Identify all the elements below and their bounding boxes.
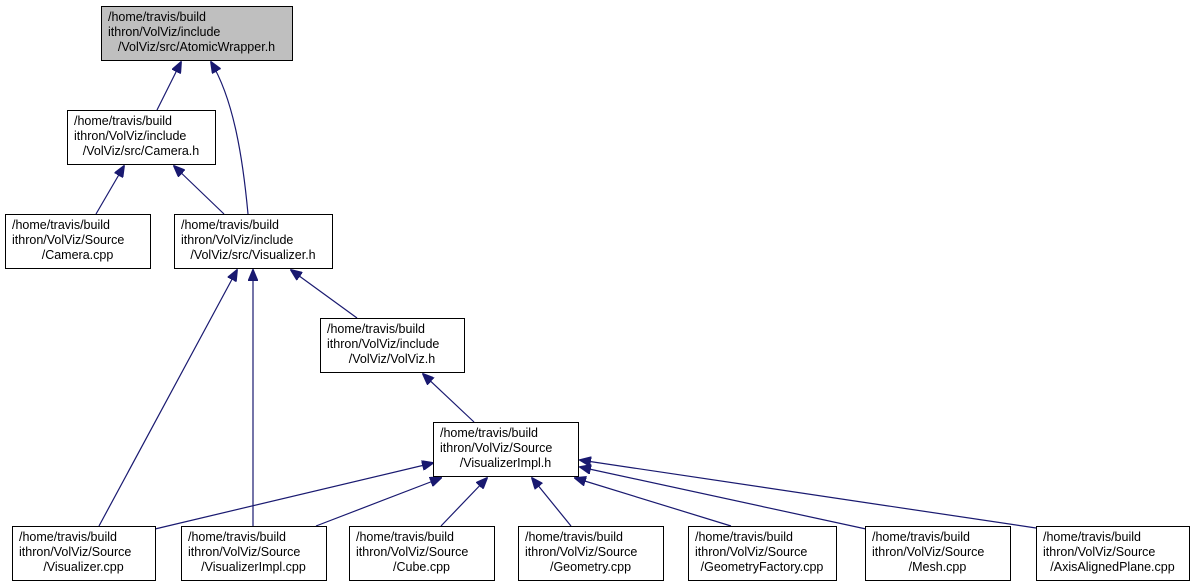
node-box <box>1036 526 1190 581</box>
edge-camera_h-to-atomicwrapper_h <box>156 62 181 111</box>
edge-axisalignedplane_cpp-to-visualizerimpl_h <box>580 460 1037 529</box>
node-box <box>688 526 837 581</box>
node-label-line: /VolViz/src/AtomicWrapper.h <box>118 40 275 54</box>
node-label-line: /VisualizerImpl.cpp <box>201 560 306 574</box>
node-label-line: /home/travis/build <box>74 114 172 128</box>
edge-visualizer_cpp-to-visualizer_h <box>98 270 237 527</box>
node-box <box>101 6 293 61</box>
node-mesh_cpp[interactable]: /home/travis/buildithron/VolViz/Source/M… <box>865 526 1011 581</box>
edge-visualizer_h-to-atomicwrapper_h <box>211 62 249 215</box>
nodes-layer: /home/travis/buildithron/VolViz/include/… <box>5 6 1190 581</box>
node-label-line: /Camera.cpp <box>42 248 114 262</box>
edge-mesh_cpp-to-visualizerimpl_h <box>580 467 867 530</box>
node-label-line: /VolViz/src/Visualizer.h <box>190 248 315 262</box>
node-label-line: /home/travis/build <box>12 218 110 232</box>
node-label-line: /GeometryFactory.cpp <box>701 560 824 574</box>
edge-visualizerimpl_cpp-to-visualizerimpl_h <box>315 478 441 527</box>
node-label-line: /home/travis/build <box>1043 530 1141 544</box>
node-box <box>320 318 465 373</box>
node-label-line: /home/travis/build <box>108 10 206 24</box>
node-label-line: /home/travis/build <box>440 426 538 440</box>
edge-geometryfactory_cpp-to-visualizerimpl_h <box>575 478 732 527</box>
node-label-line: ithron/VolViz/Source <box>188 545 300 559</box>
node-atomicwrapper_h[interactable]: /home/travis/buildithron/VolViz/include/… <box>101 6 293 61</box>
edge-visualizerimpl_h-to-volviz_h <box>423 374 475 423</box>
node-box <box>12 526 156 581</box>
edge-camera_cpp-to-camera_h <box>95 166 124 215</box>
node-visualizer_cpp[interactable]: /home/travis/buildithron/VolViz/Source/V… <box>12 526 156 581</box>
node-label-line: /VolViz/src/Camera.h <box>83 144 200 158</box>
node-label-line: /AxisAlignedPlane.cpp <box>1050 560 1174 574</box>
node-visualizer_h[interactable]: /home/travis/buildithron/VolViz/include/… <box>174 214 333 269</box>
node-label-line: ithron/VolViz/Source <box>872 545 984 559</box>
node-label-line: /home/travis/build <box>356 530 454 544</box>
node-box <box>181 526 327 581</box>
node-label-line: ithron/VolViz/Source <box>356 545 468 559</box>
edge-visualizer_cpp-to-visualizerimpl_h <box>154 463 433 530</box>
node-label-line: ithron/VolViz/Source <box>525 545 637 559</box>
node-geometry_cpp[interactable]: /home/travis/buildithron/VolViz/Source/G… <box>518 526 664 581</box>
node-volviz_h[interactable]: /home/travis/buildithron/VolViz/include/… <box>320 318 465 373</box>
node-label-line: ithron/VolViz/include <box>108 25 220 39</box>
node-label-line: /home/travis/build <box>19 530 117 544</box>
node-label-line: ithron/VolViz/Source <box>695 545 807 559</box>
edges-layer <box>95 62 1037 530</box>
node-geometryfactory_cpp[interactable]: /home/travis/buildithron/VolViz/Source/G… <box>688 526 837 581</box>
node-box <box>433 422 579 477</box>
node-box <box>174 214 333 269</box>
node-label-line: /home/travis/build <box>872 530 970 544</box>
node-label-line: /VisualizerImpl.h <box>460 456 552 470</box>
edge-cube_cpp-to-visualizerimpl_h <box>440 478 487 527</box>
node-label-line: ithron/VolViz/include <box>181 233 293 247</box>
node-label-line: ithron/VolViz/include <box>327 337 439 351</box>
node-visualizerimpl_cpp[interactable]: /home/travis/buildithron/VolViz/Source/V… <box>181 526 327 581</box>
node-box <box>865 526 1011 581</box>
node-axisalignedplane_cpp[interactable]: /home/travis/buildithron/VolViz/Source/A… <box>1036 526 1190 581</box>
node-label-line: ithron/VolViz/Source <box>12 233 124 247</box>
node-box <box>67 110 216 165</box>
node-label-line: /Mesh.cpp <box>909 560 967 574</box>
edge-volviz_h-to-visualizer_h <box>291 270 358 319</box>
node-label-line: /home/travis/build <box>181 218 279 232</box>
node-label-line: /VolViz/VolViz.h <box>349 352 435 366</box>
node-label-line: ithron/VolViz/Source <box>1043 545 1155 559</box>
edge-visualizer_h-to-camera_h <box>174 166 225 215</box>
node-label-line: ithron/VolViz/Source <box>440 441 552 455</box>
node-label-line: /Visualizer.cpp <box>43 560 123 574</box>
node-label-line: /home/travis/build <box>695 530 793 544</box>
node-cube_cpp[interactable]: /home/travis/buildithron/VolViz/Source/C… <box>349 526 495 581</box>
node-label-line: ithron/VolViz/include <box>74 129 186 143</box>
node-camera_h[interactable]: /home/travis/buildithron/VolViz/include/… <box>67 110 216 165</box>
edge-geometry_cpp-to-visualizerimpl_h <box>532 478 572 527</box>
node-label-line: ithron/VolViz/Source <box>19 545 131 559</box>
node-box <box>349 526 495 581</box>
node-camera_cpp[interactable]: /home/travis/buildithron/VolViz/Source/C… <box>5 214 151 269</box>
node-label-line: /home/travis/build <box>525 530 623 544</box>
node-box <box>518 526 664 581</box>
node-label-line: /Cube.cpp <box>393 560 450 574</box>
node-box <box>5 214 151 269</box>
node-label-line: /home/travis/build <box>188 530 286 544</box>
node-visualizerimpl_h[interactable]: /home/travis/buildithron/VolViz/Source/V… <box>433 422 579 477</box>
node-label-line: /home/travis/build <box>327 322 425 336</box>
node-label-line: /Geometry.cpp <box>550 560 631 574</box>
